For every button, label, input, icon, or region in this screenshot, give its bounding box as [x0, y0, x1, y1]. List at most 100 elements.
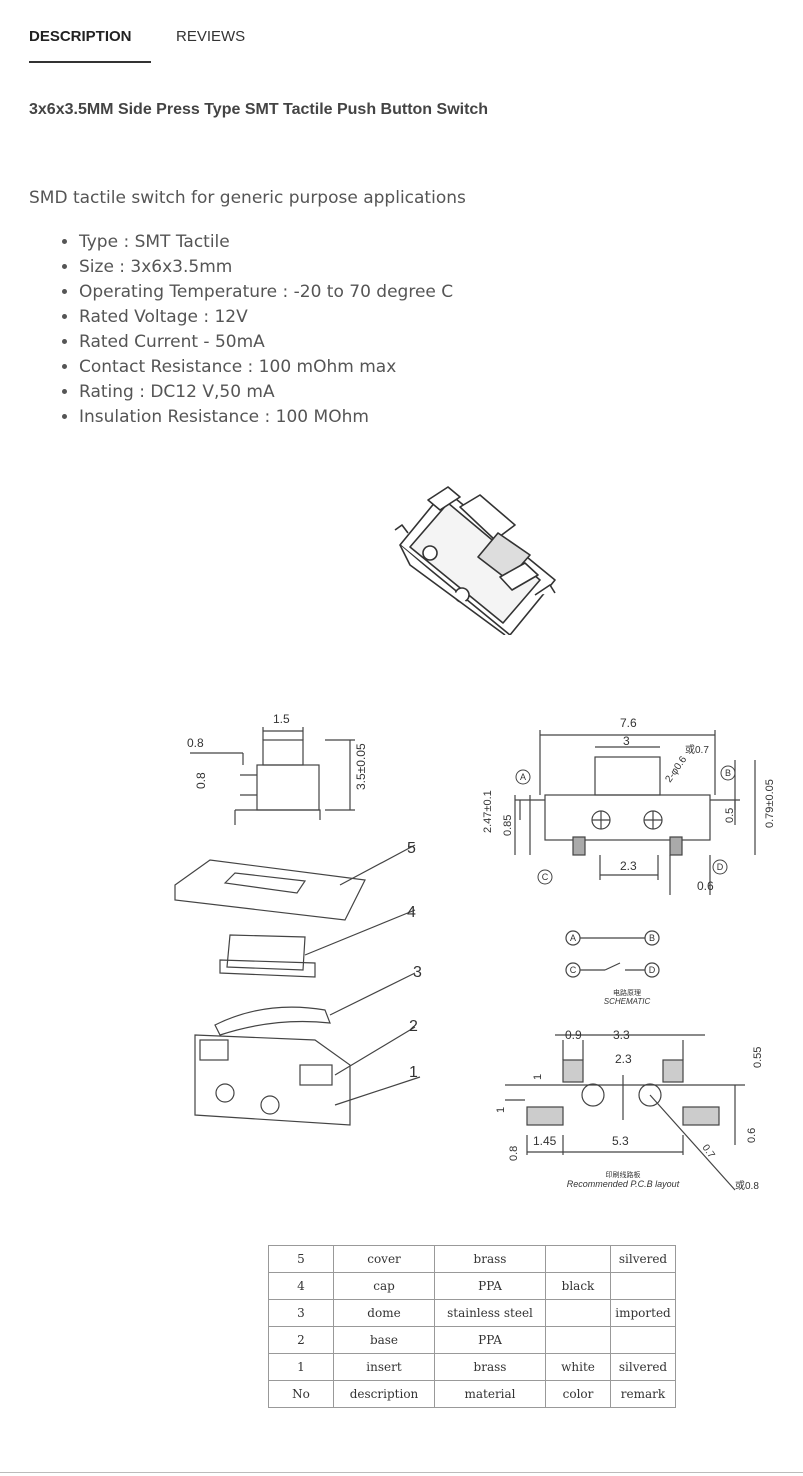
dim-label: 2.47±0.1: [482, 790, 494, 833]
dim-label: 0.79±0.05: [764, 779, 775, 828]
pin-label: C: [570, 965, 577, 975]
pin-label: B: [649, 933, 655, 943]
pcb-caption: Recommended P.C.B layout: [567, 1179, 680, 1189]
dim-label: 0.8: [508, 1146, 520, 1161]
dim-label: 1.5: [273, 712, 290, 726]
dim-label: 7.6: [620, 716, 637, 730]
divider: [0, 1472, 803, 1473]
product-intro: SMD tactile switch for generic purpose a…: [29, 188, 466, 208]
dim-label: 0.8: [194, 772, 208, 789]
caption-labels: 电路原理 SCHEMATIC 印刷线路板 Recommended P.C.B l…: [567, 988, 680, 1189]
table-cell: [545, 1299, 611, 1327]
spec-item: Rating : DC12 V,50 mA: [79, 380, 453, 405]
schematic-caption-cn: 电路原理: [613, 988, 641, 997]
pin-labels: A B C D A B C D: [515, 765, 736, 975]
table-cell: dome: [333, 1299, 435, 1327]
dim-label: 2.3: [620, 859, 637, 873]
dim-label: 或0.8: [735, 1180, 759, 1192]
dim-label: 0.8: [187, 736, 204, 750]
dim-label: 3.5±0.05: [354, 743, 368, 790]
part-number: 4: [407, 904, 416, 921]
pin-label: B: [725, 768, 731, 778]
part-number: 2: [409, 1018, 418, 1035]
table-cell: white: [545, 1353, 611, 1381]
table-cell: silvered: [610, 1245, 676, 1273]
table-cell: No: [268, 1380, 334, 1408]
product-image: [394, 486, 556, 635]
dim-label: 1.45: [533, 1134, 557, 1148]
pin-label: C: [542, 872, 549, 882]
table-cell: cap: [333, 1272, 435, 1300]
schematic-caption: SCHEMATIC: [604, 997, 651, 1006]
table-cell: [545, 1245, 611, 1273]
dim-label: 3: [623, 734, 630, 748]
technical-drawing: 1.5 0.8 0.8 3.5±0.05 7.6 3 或0.7 2-φ0.6 2…: [174, 712, 775, 1192]
spec-item: Operating Temperature : -20 to 70 degree…: [79, 280, 453, 305]
table-cell: [610, 1272, 676, 1300]
table-cell: brass: [434, 1353, 546, 1381]
dim-label: 0.6: [697, 879, 714, 893]
pcb-caption-cn: 印刷线路板: [606, 1170, 641, 1179]
part-number: 3: [413, 964, 422, 981]
pin-label: A: [570, 933, 576, 943]
dim-label: 0.6: [746, 1128, 758, 1143]
table-cell: material: [434, 1380, 546, 1408]
table-cell: cover: [333, 1245, 435, 1273]
table-cell: silvered: [610, 1353, 676, 1381]
table-cell: [610, 1326, 676, 1354]
dim-label: 1: [532, 1074, 544, 1080]
table-cell: brass: [434, 1245, 546, 1273]
dim-label: 3.3: [613, 1028, 630, 1042]
dim-label: 或0.7: [685, 744, 709, 756]
dim-label: 0.85: [502, 815, 514, 836]
table-cell: 2: [268, 1326, 334, 1354]
spec-item: Rated Voltage : 12V: [79, 305, 453, 330]
product-tabs: DESCRIPTION REVIEWS: [29, 22, 789, 63]
active-tab-indicator: [29, 61, 151, 63]
table-cell: 5: [268, 1245, 334, 1273]
dim-label: 5.3: [612, 1134, 629, 1148]
spec-item: Rated Current - 50mA: [79, 330, 453, 355]
product-title: 3x6x3.5MM Side Press Type SMT Tactile Pu…: [29, 101, 489, 118]
dim-label: 2.3: [615, 1052, 632, 1066]
spec-item: Contact Resistance : 100 mOhm max: [79, 355, 453, 380]
spec-list: Type : SMT Tactile Size : 3x6x3.5mm Oper…: [29, 230, 453, 430]
dim-label: 1: [495, 1107, 507, 1113]
dim-label: 0.9: [565, 1028, 582, 1042]
spec-item: Size : 3x6x3.5mm: [79, 255, 453, 280]
part-number-labels: 5 4 3 2 1: [407, 840, 422, 1081]
table-cell: base: [333, 1326, 435, 1354]
dim-label: 0.7: [700, 1143, 717, 1161]
table-cell: 4: [268, 1272, 334, 1300]
table-cell: stainless steel: [434, 1299, 546, 1327]
tab-reviews[interactable]: REVIEWS: [176, 28, 246, 45]
table-cell: remark: [610, 1380, 676, 1408]
pin-label: D: [717, 862, 724, 872]
dim-label: 2-φ0.6: [663, 754, 689, 785]
tab-description[interactable]: DESCRIPTION: [29, 28, 132, 45]
table-cell: PPA: [434, 1272, 546, 1300]
table-cell: color: [545, 1380, 611, 1408]
table-cell: imported: [610, 1299, 676, 1327]
table-cell: 1: [268, 1353, 334, 1381]
table-cell: insert: [333, 1353, 435, 1381]
spec-item: Insulation Resistance : 100 MOhm: [79, 405, 453, 430]
dim-label: 0.55: [752, 1047, 764, 1068]
pin-label: A: [520, 772, 526, 782]
pin-label: D: [649, 965, 656, 975]
part-number: 1: [409, 1064, 418, 1081]
table-cell: 3: [268, 1299, 334, 1327]
table-cell: description: [333, 1380, 435, 1408]
table-cell: [545, 1326, 611, 1354]
dim-label: 0.5: [724, 808, 736, 823]
spec-item: Type : SMT Tactile: [79, 230, 453, 255]
table-cell: PPA: [434, 1326, 546, 1354]
part-number: 5: [407, 840, 416, 857]
